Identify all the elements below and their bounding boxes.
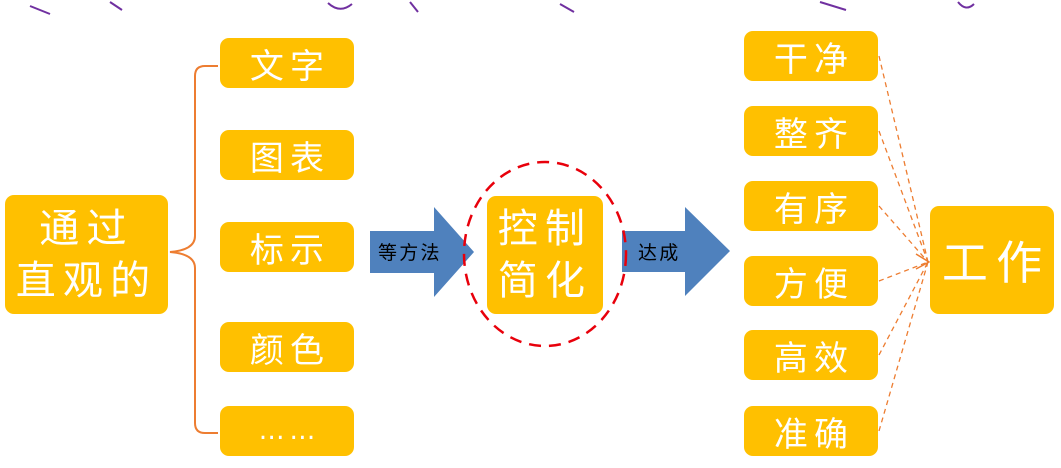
dashed-circle (462, 160, 628, 348)
method-box-etc: …… (220, 406, 354, 456)
target-label: 工作 (941, 236, 1051, 290)
quality-box-accurate: 准确 (744, 406, 878, 456)
quality-box-orderly: 有序 (744, 181, 878, 231)
quality-box-convenient: 方便 (744, 256, 878, 306)
arrow-result (622, 207, 730, 296)
method-label: 文字 (249, 46, 331, 87)
cropped-header-text (29, 1, 975, 15)
source-box: 通过 直观的 (5, 195, 168, 314)
quality-box-efficient: 高效 (744, 330, 878, 380)
quality-box-clean: 干净 (744, 31, 878, 81)
source-line-2: 直观的 (15, 257, 158, 304)
target-box: 工作 (930, 206, 1054, 314)
control-line-1: 控制 (497, 206, 593, 252)
quality-box-tidy: 整齐 (744, 106, 878, 156)
method-box-text: 文字 (220, 38, 354, 88)
method-box-chart: 图表 (220, 130, 354, 180)
method-label: 标示 (249, 230, 331, 271)
quality-label: 整齐 (773, 114, 855, 155)
method-label: …… (258, 416, 321, 446)
arrow-result-label: 达成 (638, 242, 681, 264)
left-brace (169, 65, 218, 434)
method-box-color: 颜色 (220, 322, 354, 372)
quality-connectors (878, 55, 929, 432)
method-label: 图表 (249, 138, 331, 179)
method-label: 颜色 (249, 330, 331, 371)
source-line-1: 通过 (39, 205, 134, 252)
quality-label: 有序 (773, 189, 855, 230)
method-box-sign: 标示 (220, 222, 354, 272)
control-box: 控制 简化 (487, 196, 603, 314)
arrow-method-label: 等方法 (378, 242, 442, 264)
control-line-2: 简化 (497, 258, 593, 304)
quality-label: 干净 (773, 39, 855, 80)
quality-label: 高效 (773, 338, 855, 379)
quality-label: 方便 (773, 264, 855, 305)
quality-label: 准确 (773, 414, 855, 455)
arrow-method (370, 207, 474, 297)
connector-arrowhead (915, 253, 931, 270)
